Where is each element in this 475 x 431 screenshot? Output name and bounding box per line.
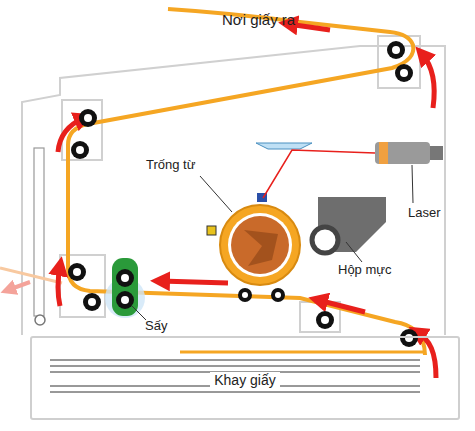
part-label: Trống từ — [146, 158, 195, 172]
alt-flow-arrow — [8, 282, 30, 290]
paper-sheet — [50, 360, 420, 361]
tray-label: Khay giấy — [210, 372, 279, 388]
part-label: Laser — [408, 206, 441, 220]
part-label: Hộp mực — [338, 263, 392, 277]
paper-alt-exit — [0, 268, 62, 283]
roller — [316, 311, 334, 329]
drum-core — [231, 216, 289, 274]
cleaner-blade — [207, 226, 216, 235]
laser-ring — [379, 142, 388, 164]
rear-door — [34, 148, 45, 325]
laser-end — [430, 146, 443, 160]
roller — [68, 263, 86, 281]
drum-gap — [228, 213, 292, 277]
roller — [116, 291, 134, 309]
paper-stack — [50, 360, 420, 392]
roller — [387, 41, 405, 59]
door-hinge — [35, 315, 45, 325]
paper-top-sheet — [180, 351, 425, 354]
roller — [83, 293, 101, 311]
leader-lines — [132, 165, 413, 320]
roller — [238, 288, 252, 302]
paper-path — [68, 9, 425, 355]
roller — [116, 269, 134, 287]
laser-unit — [256, 142, 443, 198]
leader-line — [132, 306, 146, 320]
flow-arrows — [58, 24, 436, 378]
drum-shading — [244, 230, 278, 266]
part-label: Nơi giấy ra — [222, 12, 295, 29]
door-panel — [34, 148, 44, 316]
roller — [71, 141, 89, 159]
mirror — [256, 143, 312, 149]
roller — [395, 64, 413, 82]
leader-line — [412, 165, 413, 203]
flow-arrow — [417, 332, 436, 378]
paper-sheet — [50, 366, 420, 367]
flow-arrow — [422, 54, 434, 108]
roller — [271, 288, 285, 302]
fuser-body — [112, 258, 138, 316]
part-label: Sấy — [145, 319, 167, 333]
paper-tray: Khay giấy — [30, 336, 460, 420]
toner-cartridge — [312, 197, 386, 253]
laser-beam — [263, 150, 375, 198]
laser-body — [375, 142, 430, 164]
leader-line — [200, 176, 232, 212]
roller — [79, 109, 97, 127]
flow-arrow — [160, 281, 228, 283]
rollers — [68, 41, 418, 347]
leader-line — [346, 242, 362, 262]
roller — [400, 329, 418, 347]
developer-roller — [312, 227, 338, 253]
flow-arrow — [58, 266, 60, 306]
drum — [207, 193, 300, 285]
flow-arrow — [318, 300, 365, 312]
drum-outer — [220, 205, 300, 285]
fuser — [105, 258, 145, 318]
paper-sheet — [50, 392, 420, 393]
